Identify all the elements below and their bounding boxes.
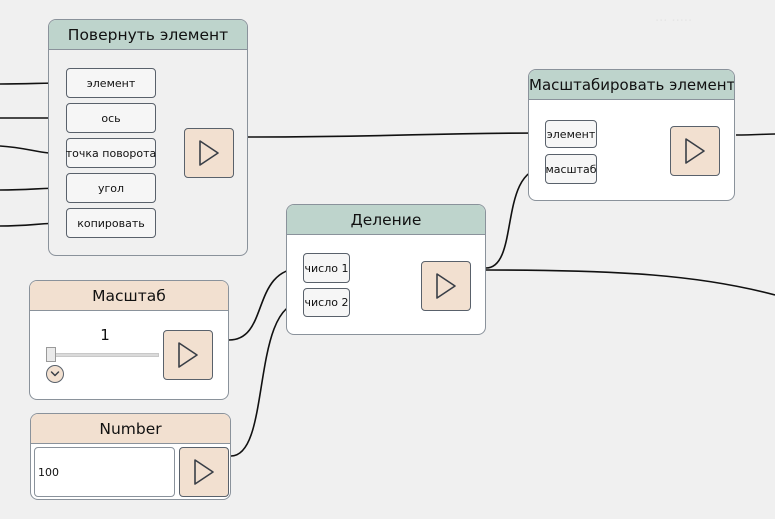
play-icon [178,342,198,368]
number-node-title: Number [31,414,230,444]
scale-element-run-button[interactable] [670,126,720,176]
play-icon [194,459,214,485]
play-icon [685,138,705,164]
play-icon [436,273,456,299]
rotate-input-copy[interactable]: копировать [66,208,156,238]
wire-rotate-to-scale-element [247,132,546,138]
divide-node-title: Деление [287,205,485,235]
rotate-run-button[interactable] [184,128,234,178]
scale-element-input-element[interactable]: элемент [545,120,597,148]
rotate-element-node[interactable]: Повернуть элемент элемент ось точка пово… [48,19,248,256]
rotate-input-element[interactable]: элемент [66,68,156,98]
scale-slider-run-button[interactable] [163,330,213,380]
number-run-button[interactable] [179,447,229,497]
divide-input-number-1[interactable]: число 1 [303,253,350,283]
number-input[interactable] [34,447,175,497]
rotate-element-node-title: Повернуть элемент [49,20,247,50]
divide-input-number-2[interactable]: число 2 [303,288,350,317]
rotate-input-pivot-point[interactable]: точка поворота [66,138,156,168]
number-node[interactable]: Number [30,413,231,500]
divide-run-button[interactable] [421,261,471,311]
watermark-text: ··· ····· [655,14,693,29]
divide-node[interactable]: Деление число 1 число 2 [286,204,486,335]
rotate-input-axis[interactable]: ось [66,103,156,133]
chevron-down-icon [50,371,60,377]
scale-element-node[interactable]: Масштабировать элемент элемент масштаб [528,69,735,201]
scale-slider-expand-button[interactable] [46,365,64,383]
scale-slider-track[interactable] [46,353,159,357]
wire-divide-out [485,269,775,296]
wire-scale-element-out [735,133,775,136]
scale-element-input-scale[interactable]: масштаб [545,154,597,184]
scale-slider-node-title: Масштаб [30,281,228,311]
scale-slider-value: 1 [100,326,110,344]
rotate-input-angle[interactable]: угол [66,173,156,203]
scale-slider-node[interactable]: Масштаб 1 [29,280,229,400]
scale-element-node-title: Масштабировать элемент [529,70,734,100]
play-icon [199,140,219,166]
scale-slider-thumb[interactable] [46,347,56,362]
